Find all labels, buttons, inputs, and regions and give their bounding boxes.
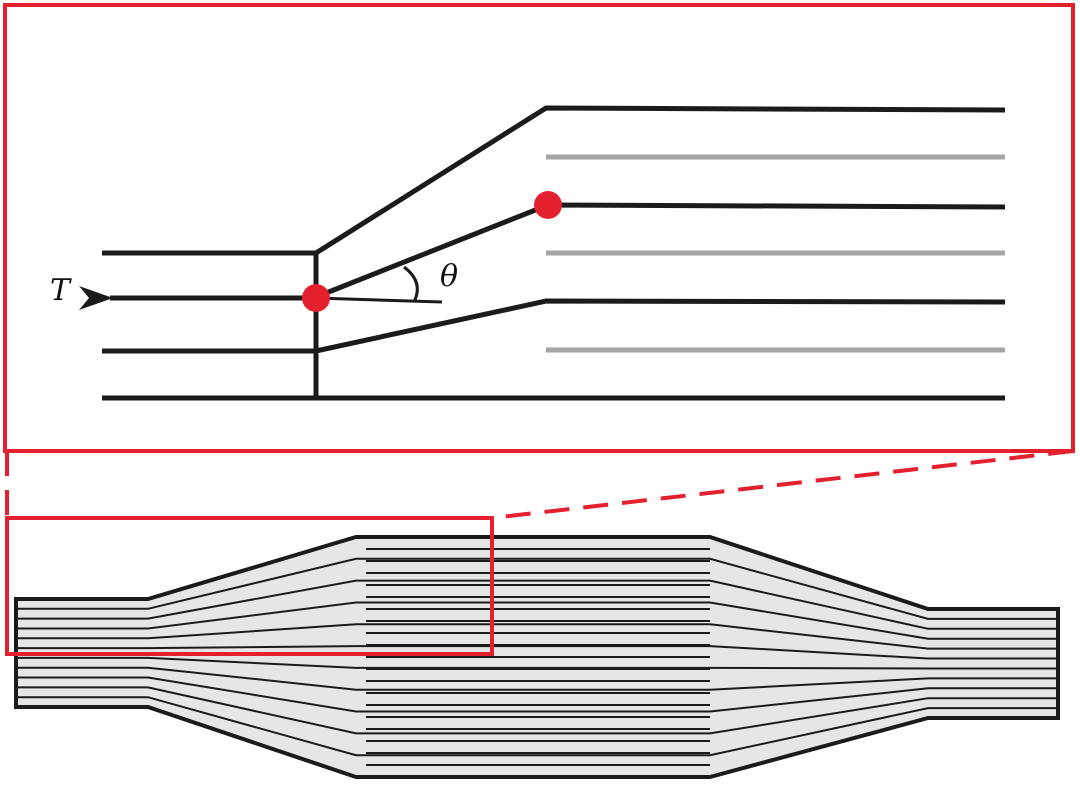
right-zoom-connector: [491, 449, 1074, 520]
angle-reference-line: [315, 296, 443, 304]
bundle-fiber-1: [16, 557, 1058, 620]
gray-fiber-lines: [546, 154, 1005, 353]
bundle-fiber-7: [16, 666, 1058, 691]
fiber-bundle: [5, 516, 1060, 779]
bundle-fiber-5: [16, 645, 1058, 660]
bundle-fiber-3: [16, 601, 1058, 640]
junction-point-right: [534, 191, 562, 219]
zoom-inset: T θ: [3, 3, 1075, 453]
zoom-inset-frame: [3, 3, 1075, 453]
tension-label: T: [50, 273, 72, 308]
zoom-region-box: [5, 516, 494, 656]
zoom-connectors: [5, 449, 1074, 520]
bundle-fiber-8: [16, 676, 1058, 713]
angle-arc: [403, 265, 419, 303]
junction-point-left: [302, 284, 330, 312]
bundle-center-lines: [366, 548, 710, 766]
bundle-fiber-4: [16, 623, 1058, 650]
bundle-fiber-6: [16, 656, 1058, 670]
top-fiber: [102, 105, 1006, 256]
lower-fiber: [102, 298, 1006, 354]
bundle-fiber-10: [16, 696, 1058, 757]
bundle-fiber-lines: [16, 557, 1058, 757]
angle-label: θ: [440, 259, 458, 294]
bundle-fiber-2: [16, 579, 1058, 630]
bundle-fiber-9: [16, 686, 1058, 735]
